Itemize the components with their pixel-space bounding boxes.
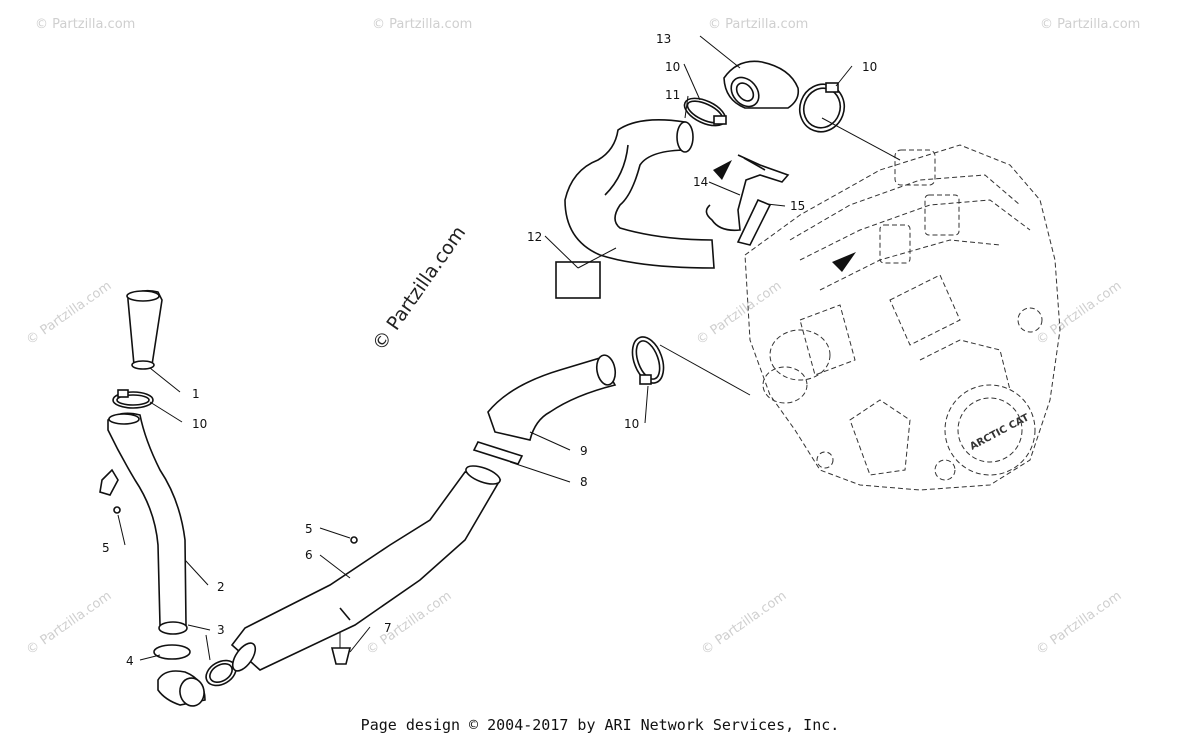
part-9-boot: [487, 354, 617, 441]
callout-label: 4: [126, 654, 134, 668]
part-1-intake-duct: [126, 289, 163, 370]
callout-label: 5: [102, 541, 110, 555]
watermark: © Partzilla.com: [699, 588, 790, 658]
part-7-plug: [330, 632, 352, 665]
callout-label: 9: [580, 444, 588, 458]
callout-label: 10: [624, 417, 639, 431]
engine-illustration: ARCTIC CAT: [744, 144, 1061, 491]
watermark: © Partzilla.com: [1040, 17, 1140, 32]
callout-label: 11: [665, 88, 680, 102]
part-13-elbow-boot: [723, 60, 800, 109]
arrow-marker-icon: [713, 160, 732, 180]
callout-label: 1: [192, 387, 200, 401]
footer-copyright: Page design © 2004-2017 by ARI Network S…: [360, 716, 840, 734]
callout-label: 10: [665, 60, 680, 74]
watermark: © Partzilla.com: [24, 588, 115, 658]
watermark-layer: © Partzilla.com © Partzilla.com © Partzi…: [24, 17, 1141, 658]
watermark: © Partzilla.com: [1034, 278, 1125, 348]
watermark: © Partzilla.com: [372, 17, 472, 32]
callout-label: 12: [527, 230, 542, 244]
part-15-hose: [736, 198, 772, 246]
callout-labels: 1 10 2 5 3 4 5 6 7 8 9 10 10 10 11 12 13…: [102, 32, 877, 668]
watermark: © Partzilla.com: [694, 278, 785, 348]
watermark: © Partzilla.com: [1034, 588, 1125, 658]
part-5-screw-right: [350, 536, 358, 544]
part-5-screw-left: [113, 506, 121, 514]
part-10-clamp-top-right: [798, 82, 846, 133]
part-10-clamp-mid: [631, 336, 665, 385]
callout-label: 13: [656, 32, 671, 46]
callout-label: 14: [693, 175, 708, 189]
part-11-hose: [564, 118, 715, 269]
callout-label: 2: [217, 580, 225, 594]
part-4-elbow: [153, 644, 206, 707]
arrow-marker-icon: [832, 252, 856, 272]
leader-lines: [117, 35, 901, 661]
main-watermark: © Partzilla.com: [368, 222, 470, 355]
callout-label: 10: [862, 60, 877, 74]
part-2-duct: [99, 412, 188, 635]
watermark: © Partzilla.com: [708, 17, 808, 32]
part-10-clamp-top-left: [683, 97, 727, 127]
watermark: © Partzilla.com: [35, 17, 135, 32]
part-6-long-duct: [230, 465, 502, 672]
callout-label: 7: [384, 621, 392, 635]
part-10-clamp-left: [112, 389, 154, 409]
callout-label: 8: [580, 475, 588, 489]
part-14-bracket: [705, 154, 790, 232]
callout-label: 15: [790, 199, 805, 213]
part-12-decal: [555, 261, 601, 299]
callout-label: 6: [305, 548, 313, 562]
part-8-band: [472, 441, 524, 465]
callout-label: 10: [192, 417, 207, 431]
callout-label: 3: [217, 623, 225, 637]
watermark: © Partzilla.com: [24, 278, 115, 348]
callout-label: 5: [305, 522, 313, 536]
